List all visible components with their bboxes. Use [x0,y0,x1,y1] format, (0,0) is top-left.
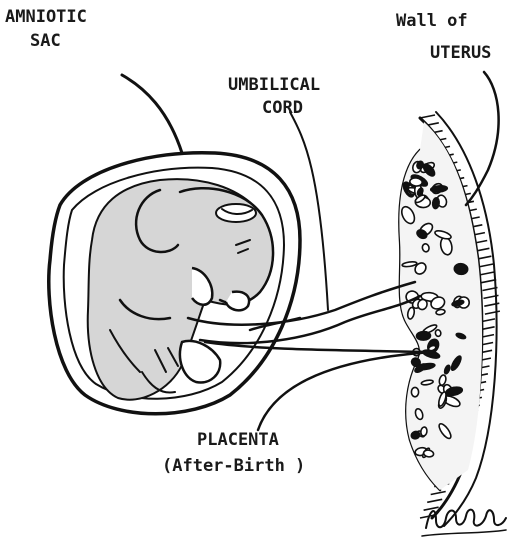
label-umbilical: UMBILICAL [228,75,320,95]
label-amniotic: AMNIOTIC [5,7,87,27]
placenta-villus [454,263,469,275]
uterus-wall-tick [478,264,493,267]
placenta-villus [432,197,440,208]
artist-signature [422,510,506,536]
placenta-villus [436,309,446,315]
uterus-wall-tick [481,280,496,283]
label-uterus: UTERUS [430,43,491,63]
label-after-birth: (After-Birth ) [162,456,305,476]
placenta [399,122,482,490]
uterus-wall-tick [427,499,442,502]
placenta-villus [430,185,447,192]
label-wall-of: Wall of [396,11,468,31]
leader-uterus-wall [466,72,499,205]
uterus-wall-tick [480,272,495,275]
placenta-villus [416,331,430,340]
uterus-wall-tick [424,507,439,510]
uterus-wall-tick [420,115,435,118]
placenta-villus [420,427,427,437]
uterus-wall-tick [431,492,446,495]
label-cord: CORD [262,98,303,118]
embryo [88,179,273,400]
label-placenta: PLACENTA [197,430,279,450]
placenta-villus [409,177,422,186]
uterus-wall-tick [485,311,500,314]
leader-amniotic-sac [122,75,182,153]
placenta-villus [411,387,418,396]
label-sac: SAC [30,31,61,51]
placenta-villus [435,329,442,337]
